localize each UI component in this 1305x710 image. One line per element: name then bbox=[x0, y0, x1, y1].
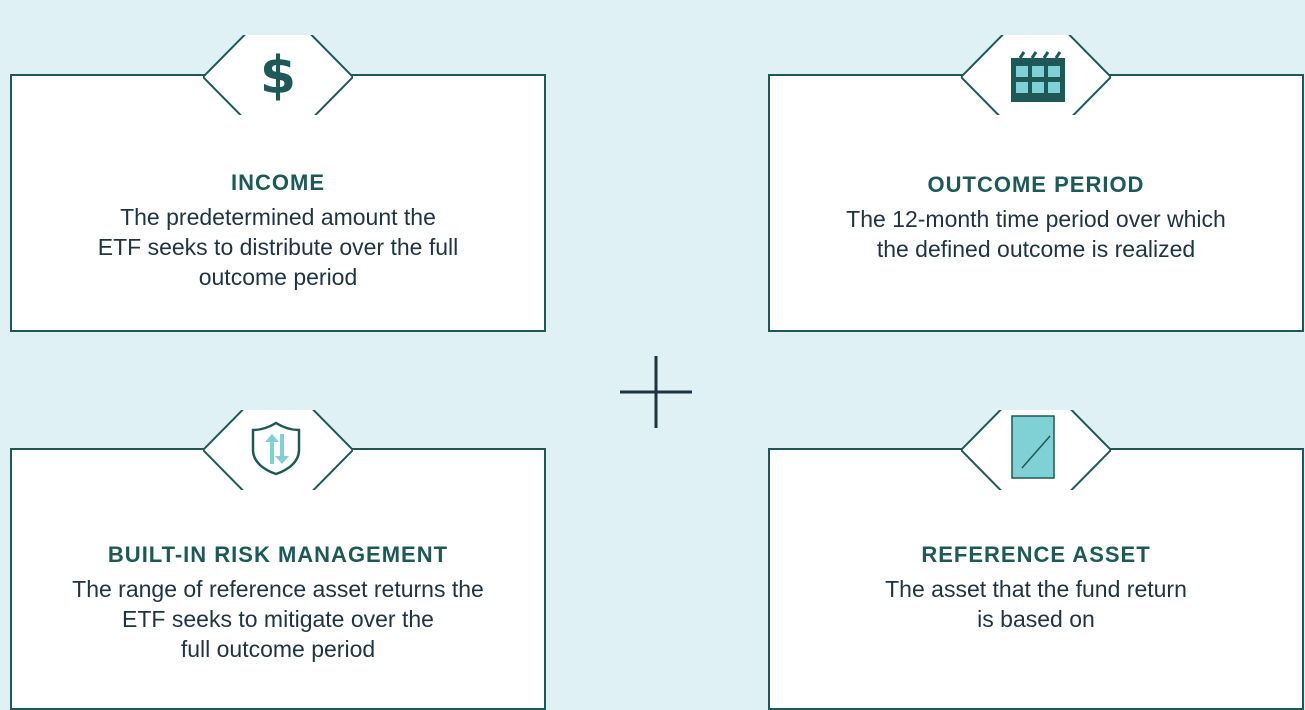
income-desc-line-3: outcome period bbox=[198, 264, 358, 290]
risk-management-desc-line-1: The range of reference asset returns the bbox=[72, 576, 484, 602]
reference-asset-desc-line-2: is based on bbox=[977, 606, 1095, 632]
outcome-period-title: OUTCOME PERIOD bbox=[927, 172, 1145, 197]
risk-management-desc-line-2: ETF seeks to mitigate over the bbox=[122, 606, 434, 632]
income-desc-line-1: The predetermined amount the bbox=[120, 204, 436, 230]
outcome-period-description: The 12-month time period over which the … bbox=[810, 204, 1262, 264]
outcome-period-desc-line-1: The 12-month time period over which bbox=[846, 206, 1226, 232]
outcome-period-desc-line-2: the defined outcome is realized bbox=[876, 236, 1196, 262]
reference-asset-description: The asset that the fund return is based … bbox=[810, 574, 1262, 634]
risk-management-desc-line-3: full outcome period bbox=[180, 636, 376, 662]
reference-asset-desc-line-1: The asset that the fund return bbox=[885, 576, 1187, 602]
income-description: The predetermined amount the ETF seeks t… bbox=[52, 202, 504, 292]
outcome-period-card: OUTCOME PERIOD The 12-month time period … bbox=[768, 74, 1304, 332]
income-desc-line-2: ETF seeks to distribute over the full bbox=[97, 234, 459, 260]
income-title: INCOME bbox=[231, 170, 325, 195]
document-icon bbox=[1010, 414, 1066, 489]
reference-asset-title: REFERENCE ASSET bbox=[921, 542, 1151, 567]
calendar-icon bbox=[1010, 50, 1066, 109]
income-badge bbox=[203, 35, 353, 115]
shield-arrows-icon bbox=[248, 420, 304, 481]
plus-icon bbox=[620, 356, 692, 433]
dollar-icon: $ bbox=[259, 46, 297, 106]
income-card: INCOME The predetermined amount the ETF … bbox=[10, 74, 546, 332]
risk-management-title: BUILT-IN RISK MANAGEMENT bbox=[107, 542, 449, 567]
risk-management-description: The range of reference asset returns the… bbox=[52, 574, 504, 664]
